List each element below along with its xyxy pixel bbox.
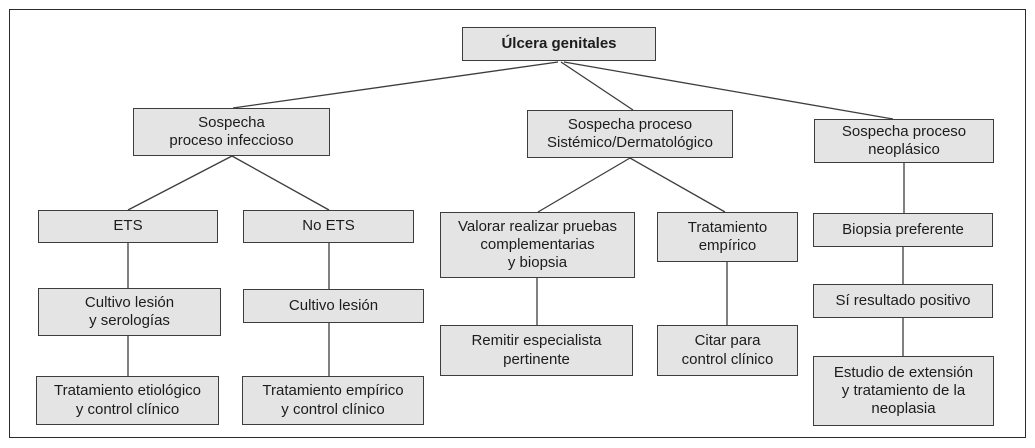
node-citar-para-control-clinico: Citar para control clínico	[657, 325, 798, 376]
connector-line	[563, 61, 894, 120]
node-ulcera-genitales: Úlcera genitales	[462, 27, 656, 61]
connector-line	[232, 61, 559, 109]
node-tratamiento-etiologico-y-control-clinico: Tratamiento etiológico y control clínico	[36, 376, 219, 425]
node-cultivo-lesion-y-serologias: Cultivo lesión y serologías	[38, 288, 221, 336]
node-sospecha-proceso-sistemico-dermatologico: Sospecha proceso Sistémico/Dermatológico	[527, 110, 733, 158]
node-tratamiento-empirico-y-control-clinico: Tratamiento empírico y control clínico	[242, 376, 424, 425]
node-valorar-pruebas-complementarias-y-biopsia: Valorar realizar pruebas complementarias…	[440, 212, 635, 278]
node-tratamiento-empirico: Tratamiento empírico	[657, 212, 798, 262]
node-biopsia-preferente: Biopsia preferente	[813, 213, 993, 247]
connector-line	[127, 155, 233, 211]
node-sospecha-proceso-infeccioso: Sospecha proceso infeccioso	[133, 108, 330, 156]
node-ets: ETS	[38, 210, 218, 243]
connector-line	[629, 157, 726, 213]
node-si-resultado-positivo: Sí resultado positivo	[813, 284, 993, 318]
node-remitir-especialista-pertinente: Remitir especialista pertinente	[440, 325, 633, 376]
node-sospecha-proceso-neoplasico: Sospecha proceso neoplásico	[814, 119, 994, 163]
node-estudio-extension-tratamiento-neoplasia: Estudio de extensión y tratamiento de la…	[813, 356, 994, 426]
node-no-ets: No ETS	[243, 210, 414, 243]
diagram-border	[9, 9, 1026, 438]
connector-line	[537, 157, 631, 213]
connector-line	[231, 155, 330, 211]
connector-line	[560, 61, 634, 111]
node-cultivo-lesion: Cultivo lesión	[243, 289, 424, 323]
